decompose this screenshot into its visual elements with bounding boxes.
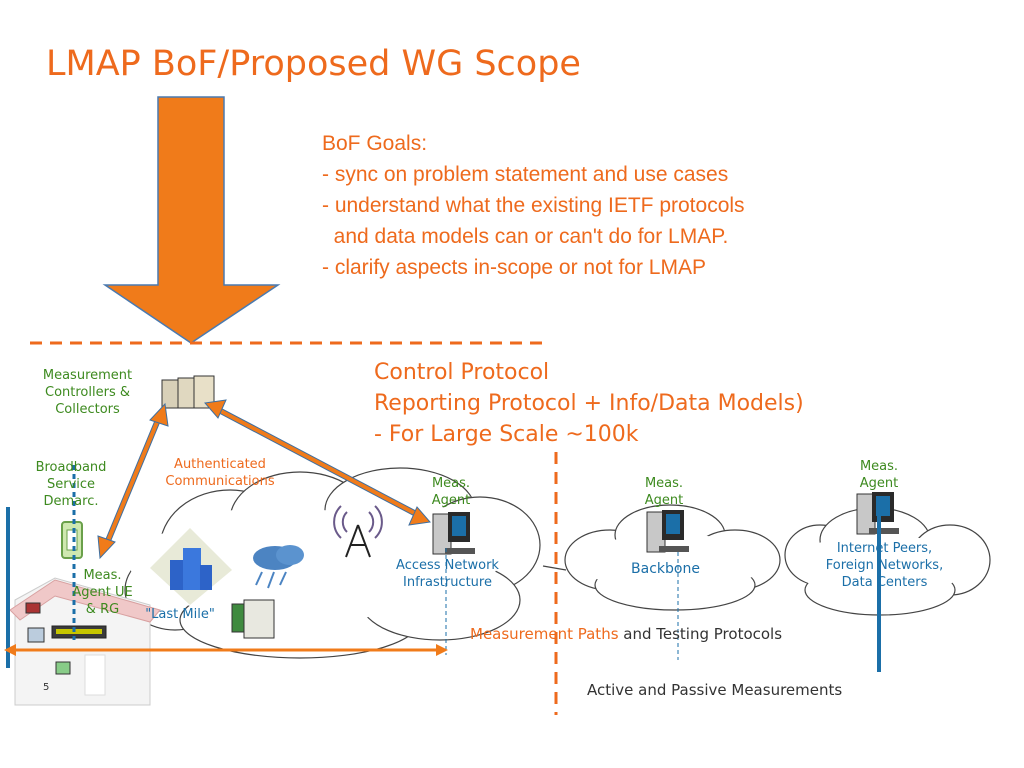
auth-comm-label: Authenticated Communications — [165, 457, 275, 489]
router-icon — [51, 625, 107, 639]
backbone-label: Backbone — [631, 561, 700, 577]
meas-agent-access-label: Meas. Agent — [431, 476, 471, 508]
goals-heading: BoF Goals: — [322, 132, 428, 155]
testing-protocols-label: and Testing Protocols — [618, 625, 783, 643]
protocols-text: Control Protocol Reporting Protocol + In… — [374, 357, 804, 450]
meas-agent-peers-label: Meas. Agent — [859, 459, 899, 491]
meas-agent-backbone-label: Meas. Agent — [644, 476, 684, 508]
internet-peers-label: Internet Peers, Foreign Networks, Data C… — [825, 541, 944, 590]
demarc-device-icon — [61, 521, 83, 559]
server-stack-icon — [161, 375, 215, 409]
meas-agent-ue-label: Meas. Agent UE & RG — [72, 568, 133, 617]
house-icon — [9, 577, 161, 706]
measurement-paths-label: Measurement Paths — [470, 625, 619, 643]
controller-to-demarc-arrow — [97, 402, 169, 560]
slide-number: 5 — [43, 682, 50, 693]
goals-line-2: - understand what the existing IETF prot… — [322, 194, 745, 217]
measurement-path-arrow — [4, 644, 448, 656]
protocols-line-2: Reporting Protocol + Info/Data Models) — [374, 391, 804, 416]
buildings-icon — [150, 528, 232, 605]
street-cabinet-icon — [231, 599, 275, 639]
controllers-label: Measurement Controllers & Collectors — [42, 368, 133, 417]
access-network-label: Access Network Infrastructure — [396, 558, 499, 590]
page-title: LMAP BoF/Proposed WG Scope — [46, 44, 581, 84]
demarc-label: Broadband Service Demarc. — [35, 460, 107, 509]
home-computer-icon — [25, 602, 71, 675]
storm-cloud-icon — [253, 545, 304, 589]
radio-tower-icon — [333, 505, 383, 558]
computer-access-icon — [432, 512, 475, 555]
controller-to-access-arrow — [204, 399, 431, 526]
protocols-line-1: Control Protocol — [374, 360, 550, 385]
bof-goals: BoF Goals: - sync on problem statement a… — [322, 128, 745, 283]
goals-line-1: - sync on problem statement and use case… — [322, 163, 729, 186]
measurement-paths-text: Measurement Paths and Testing Protocols — [470, 625, 782, 643]
last-mile-label: "Last Mile" — [145, 607, 215, 622]
active-passive-label: Active and Passive Measurements — [587, 681, 843, 699]
goals-line-4: - clarify aspects in-scope or not for LM… — [322, 256, 706, 279]
goals-line-3: and data models can or can't do for LMAP… — [322, 225, 729, 248]
computer-peers-icon — [856, 492, 899, 535]
big-down-arrow — [102, 96, 281, 344]
protocols-line-3: - For Large Scale ~100k — [374, 422, 639, 447]
computer-backbone-icon — [646, 510, 689, 553]
